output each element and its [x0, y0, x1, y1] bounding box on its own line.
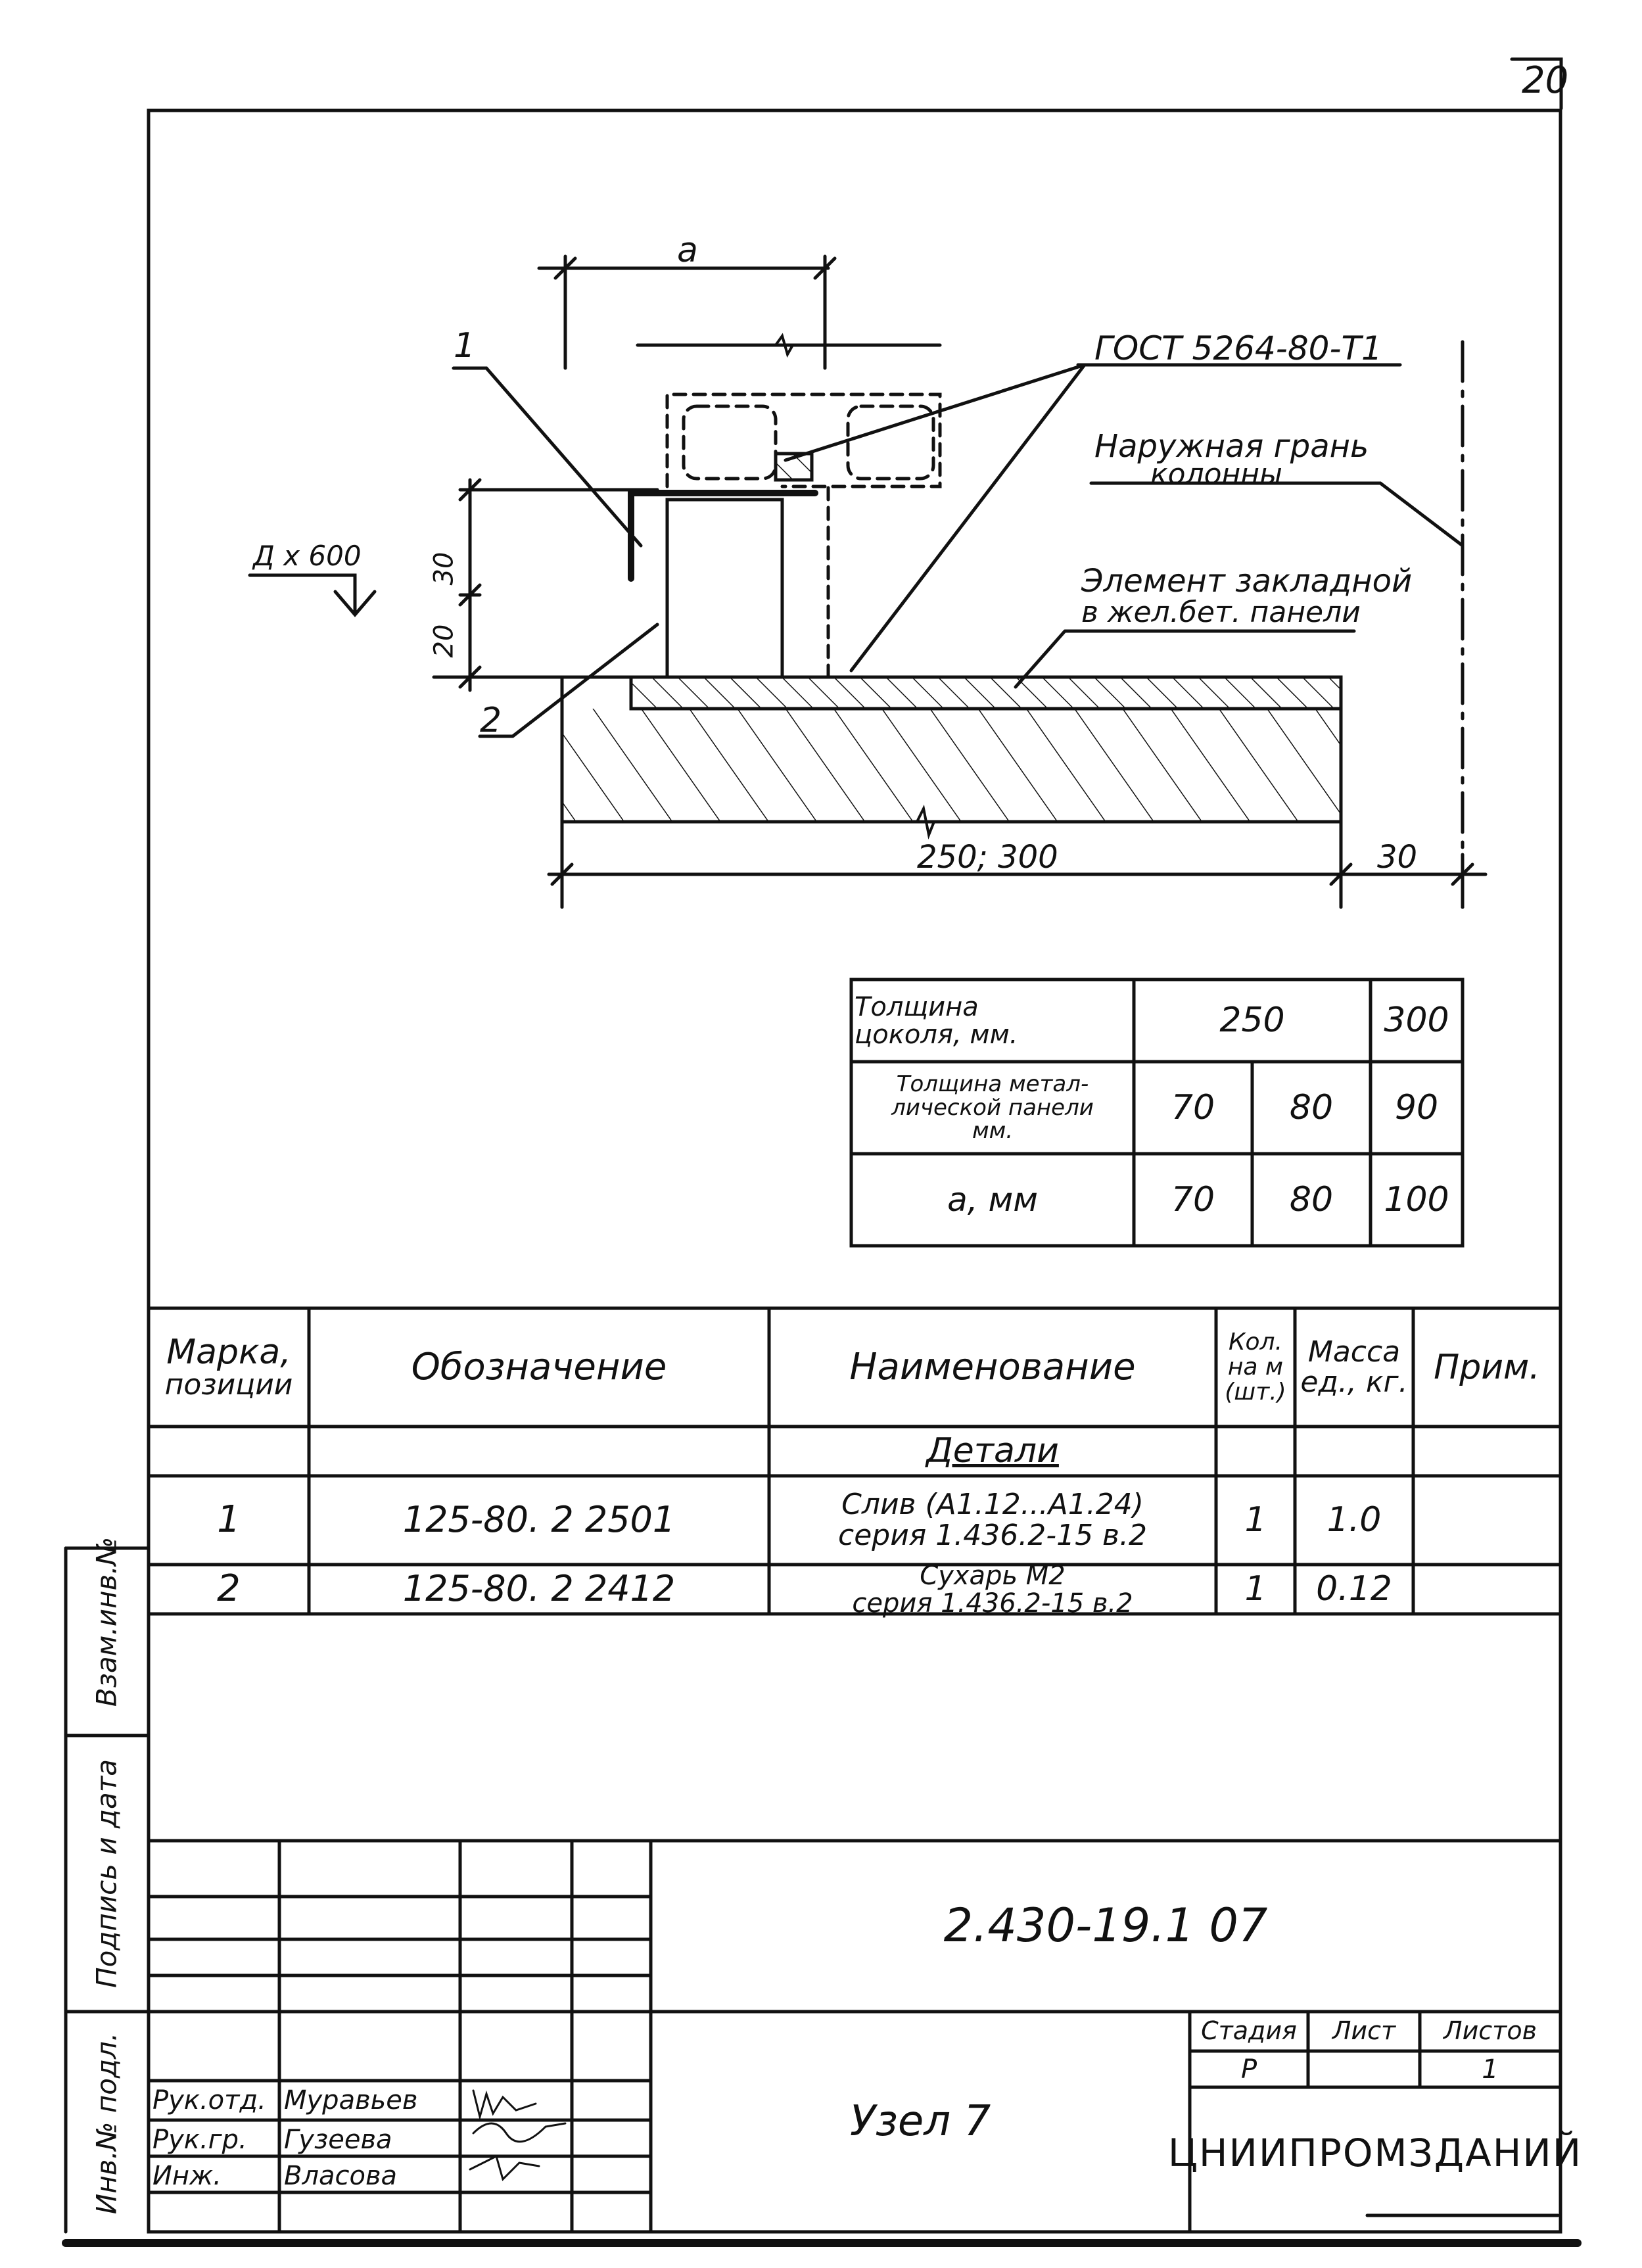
- spec-row1-qty: 1: [1244, 1500, 1267, 1540]
- sheet-frame: [147, 108, 1562, 2234]
- flashing: [628, 490, 818, 582]
- dim-30-vertical: 30: [429, 552, 459, 586]
- section-note: Д х 600: [253, 540, 362, 572]
- spec-header-designation: Обозначение: [411, 1345, 667, 1388]
- position-2-label: 2: [480, 701, 502, 740]
- dim-250-300: 250; 300: [917, 839, 1058, 876]
- spec-row1-designation: 125-80. 2 2501: [402, 1499, 676, 1541]
- role-engineer: Инж.: [152, 2161, 222, 2191]
- thickness-row1-250: 250: [1219, 1001, 1285, 1041]
- signature-marks: [469, 2089, 567, 2181]
- spec-row1-name: Слив (А1.12...А1.24) серия 1.436.2-15 в.…: [838, 1488, 1147, 1552]
- spec-table-lines: [147, 1306, 1562, 1616]
- thickness-row3-100: 100: [1384, 1179, 1449, 1219]
- stage-label: Стадия: [1201, 2016, 1297, 2046]
- weld-note: ГОСТ 5264-80-Т1: [1094, 329, 1382, 367]
- dim-30-bottom: 30: [1377, 839, 1418, 876]
- thickness-row2-90: 90: [1394, 1087, 1439, 1127]
- name-engineer: Власова: [284, 2161, 398, 2191]
- spec-row2-mark: 2: [217, 1567, 241, 1611]
- thickness-table-lines: [849, 978, 1465, 1248]
- spec-header-qty: Кол. на м (шт.): [1225, 1329, 1286, 1406]
- embed-note-line1: Элемент закладной: [1081, 563, 1413, 600]
- leader-weld: [784, 363, 1087, 673]
- dim-a-line: [537, 254, 837, 370]
- dim-a-label: a: [677, 231, 698, 270]
- spec-section-title: Детали: [926, 1431, 1059, 1471]
- leader-facade: [1089, 481, 1465, 548]
- side-stamp-lines: [64, 1546, 151, 2234]
- dim-vertical: [432, 478, 659, 692]
- leader-embed: [1014, 629, 1356, 689]
- spec-header-name: Наименование: [849, 1345, 1136, 1388]
- spec-row1-mass: 1.0: [1326, 1500, 1382, 1540]
- embed-note-line2: в жел.бет. панели: [1081, 596, 1361, 629]
- section-mark: [248, 573, 357, 613]
- page-number: 20: [1522, 59, 1569, 102]
- column-panel: [636, 333, 942, 679]
- node-title: Узел 7: [849, 2096, 991, 2146]
- sheets-label: Листов: [1443, 2016, 1537, 2046]
- spec-row2-mass: 0.12: [1316, 1569, 1392, 1609]
- organization-name: ЦНИИПРОМЗДАНИЙ: [1167, 2130, 1583, 2175]
- spec-row2-designation: 125-80. 2 2412: [402, 1568, 676, 1610]
- sheet-label: Лист: [1332, 2016, 1396, 2046]
- leader-1: [452, 366, 643, 548]
- name-head-dept: Муравьев: [284, 2085, 418, 2115]
- role-head-dept: Рук.отд.: [152, 2085, 266, 2115]
- page-number-box: [1510, 57, 1563, 110]
- thickness-row3-80: 80: [1289, 1179, 1334, 1219]
- spec-header-mark: Марка, позиции: [164, 1332, 293, 1402]
- spec-row2-name: Сухарь М2 серия 1.436.2-15 в.2: [852, 1560, 1133, 1618]
- side-stamp-interchange: Взам.инв.№: [90, 1536, 123, 1707]
- thickness-row1-300: 300: [1384, 1001, 1449, 1041]
- title-block-lines: [147, 1839, 1562, 2234]
- thickness-row2-label: Толщина метал- лической панели мм.: [891, 1070, 1094, 1145]
- spec-row1-mark: 1: [217, 1498, 241, 1542]
- spec-row2-qty: 1: [1244, 1569, 1267, 1609]
- thickness-row2-80: 80: [1289, 1087, 1334, 1127]
- plinth-section: [560, 675, 1343, 839]
- role-head-group: Рук.гр.: [152, 2125, 247, 2155]
- thickness-row3-70: 70: [1171, 1179, 1215, 1219]
- spec-header-mass: Масса ед., кг.: [1300, 1335, 1408, 1399]
- thickness-row2-70: 70: [1171, 1087, 1215, 1127]
- side-stamp-inv-orig: Инв.№ подл.: [90, 2032, 123, 2215]
- document-code: 2.430-19.1 07: [943, 1899, 1268, 1953]
- name-head-group: Гузеева: [284, 2125, 392, 2155]
- dim-20-vertical: 20: [429, 624, 459, 658]
- sheets-value: 1: [1482, 2054, 1499, 2085]
- position-1-label: 1: [454, 326, 476, 366]
- side-stamp-sign-date: Подпись и дата: [90, 1759, 123, 1988]
- thickness-row3-label: а, мм: [947, 1180, 1038, 1219]
- leader-2: [478, 623, 659, 738]
- thickness-row1-label: Толщина цоколя, мм.: [855, 992, 1018, 1050]
- spec-header-note: Прим.: [1434, 1347, 1540, 1387]
- facade-note-line1: Наружная грань: [1094, 428, 1369, 465]
- stage-value: Р: [1240, 2054, 1257, 2085]
- facade-note-line2: колонны: [1150, 458, 1282, 491]
